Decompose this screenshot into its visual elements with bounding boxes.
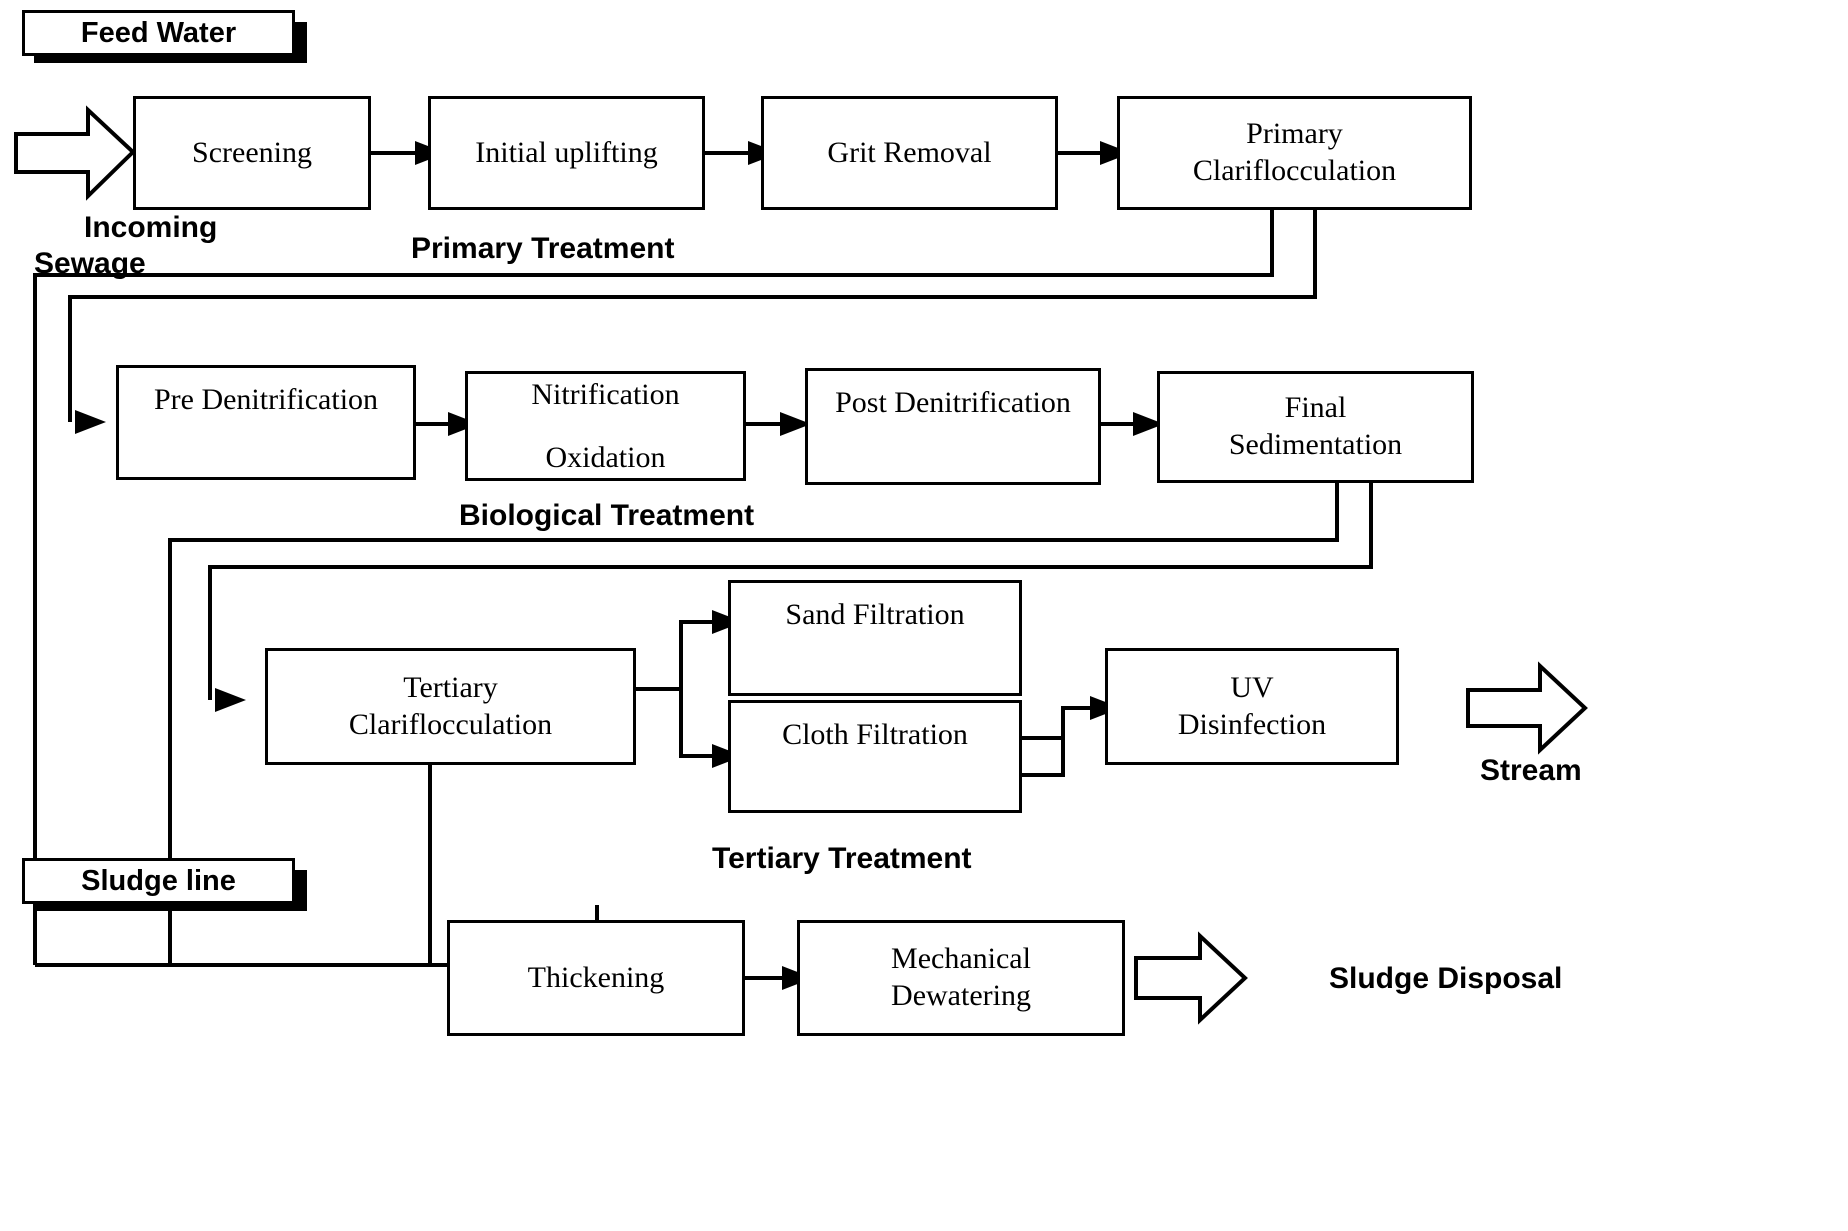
box-sand-filtration[interactable]: Sand Filtration bbox=[728, 580, 1022, 696]
box-screening[interactable]: Screening bbox=[133, 96, 371, 210]
box-cloth-filtration[interactable]: Cloth Filtration bbox=[728, 700, 1022, 813]
caption-tertiary-treatment: Tertiary Treatment bbox=[712, 842, 972, 875]
box-initial-uplifting-label: Initial uplifting bbox=[475, 135, 658, 169]
box-thickening-label: Thickening bbox=[527, 960, 665, 994]
sludge-line-legend: Sludge line bbox=[22, 858, 295, 904]
sludge-disposal-arrow bbox=[1134, 931, 1248, 1025]
box-cloth-filtration-label: Cloth Filtration bbox=[782, 718, 968, 751]
wire-tertiaryclari-split bbox=[636, 620, 712, 691]
wire-cloth-to-uv bbox=[1022, 708, 1065, 777]
caption-biological-treatment: Biological Treatment bbox=[459, 499, 755, 532]
caption-incoming-line2: Sewage bbox=[34, 247, 146, 280]
feed-water-legend-label: Feed Water bbox=[80, 16, 237, 49]
wire-finalsed-to-tertiaryclari bbox=[208, 480, 1373, 700]
box-screening-label: Screening bbox=[192, 135, 312, 169]
box-pre-denitrification-label: Pre Denitrification bbox=[153, 383, 379, 416]
arrowhead-postdenit bbox=[780, 412, 811, 436]
box-final-sedimentation[interactable]: Final Sedimentation bbox=[1157, 371, 1474, 483]
box-mechanical-dewatering[interactable]: Mechanical Dewatering bbox=[797, 920, 1125, 1036]
box-primary-clariflocculation-label: Primary Clariflocculation bbox=[1192, 117, 1397, 187]
incoming-sewage-arrow bbox=[14, 105, 136, 201]
box-nitrification-oxidation[interactable]: Nitrification Oxidation bbox=[465, 371, 746, 481]
box-grit-removal[interactable]: Grit Removal bbox=[761, 96, 1058, 210]
box-final-sedimentation-label: Final Sedimentation bbox=[1228, 391, 1403, 461]
caption-sludge-disposal: Sludge Disposal bbox=[1329, 962, 1563, 995]
feed-water-legend: Feed Water bbox=[22, 10, 295, 56]
arrowhead-tertiaryclari bbox=[215, 688, 246, 712]
wire-primaryclari-sludge bbox=[33, 210, 1274, 965]
box-initial-uplifting[interactable]: Initial uplifting bbox=[428, 96, 705, 210]
sludge-line-legend-label: Sludge line bbox=[81, 864, 236, 897]
box-post-denitrification-label: Post Denitrification bbox=[835, 386, 1071, 419]
arrowhead-cloth-filtration bbox=[712, 744, 743, 768]
box-sand-filtration-label: Sand Filtration bbox=[785, 598, 965, 631]
box-uv-disinfection[interactable]: UV Disinfection bbox=[1105, 648, 1399, 765]
wire-sand-to-uv bbox=[1022, 706, 1090, 740]
arrowhead-primaryclari bbox=[1100, 141, 1131, 165]
box-grit-removal-label: Grit Removal bbox=[827, 135, 992, 169]
box-tertiary-clariflocculation-label: Tertiary Clariflocculation bbox=[348, 670, 553, 741]
box-tertiary-clariflocculation[interactable]: Tertiary Clariflocculation bbox=[265, 648, 636, 765]
stream-outlet-arrow bbox=[1466, 661, 1588, 755]
wire-tertiaryclari-to-cloth bbox=[679, 689, 712, 758]
box-pre-denitrification[interactable]: Pre Denitrification bbox=[116, 365, 416, 480]
box-mechanical-dewatering-label: Mechanical Dewatering bbox=[891, 942, 1031, 1012]
caption-stream: Stream bbox=[1480, 754, 1582, 787]
arrowhead-predenit bbox=[75, 410, 106, 434]
box-post-denitrification[interactable]: Post Denitrification bbox=[805, 368, 1101, 485]
caption-primary-treatment: Primary Treatment bbox=[411, 232, 675, 265]
arrowhead-sand-filtration bbox=[712, 610, 743, 634]
wire-finalsed-sludge bbox=[168, 480, 1339, 965]
arrowhead-nitrif bbox=[448, 412, 479, 436]
arrowhead-finalsed bbox=[1133, 412, 1164, 436]
wire-primaryclari-to-predenit bbox=[68, 210, 1317, 422]
box-uv-disinfection-label: UV Disinfection bbox=[1177, 670, 1327, 741]
box-thickening[interactable]: Thickening bbox=[447, 920, 745, 1036]
box-primary-clariflocculation[interactable]: Primary Clariflocculation bbox=[1117, 96, 1472, 210]
box-nitrification-oxidation-label: Nitrification Oxidation bbox=[531, 377, 680, 474]
caption-incoming-line1: Incoming bbox=[84, 211, 218, 244]
